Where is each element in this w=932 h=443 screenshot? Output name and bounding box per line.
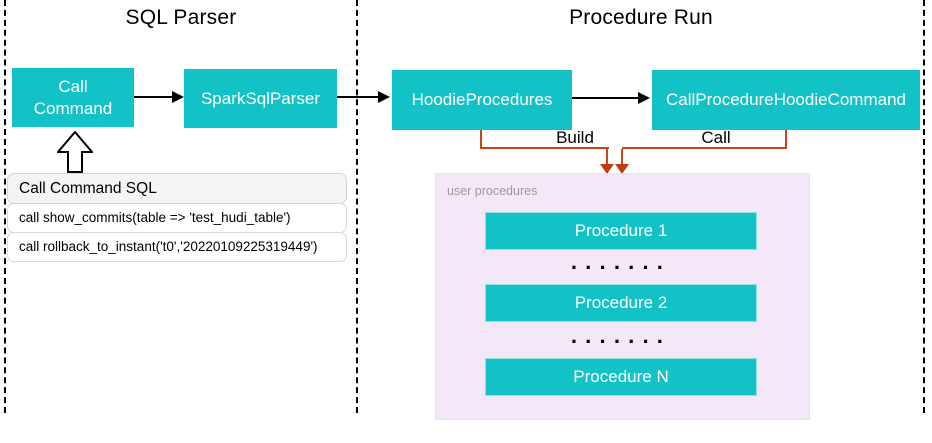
arrow-callcommand-to-parser-line bbox=[134, 96, 174, 98]
node-sparksqlparser: SparkSqlParser bbox=[184, 69, 337, 128]
sql-table-header: Call Command SQL bbox=[7, 173, 347, 204]
build-arrowhead-icon bbox=[600, 164, 614, 174]
call-label: Call bbox=[701, 128, 731, 147]
arrow-callcommand-to-parser-head-icon bbox=[172, 91, 184, 103]
ellipsis-dots: ······· bbox=[570, 255, 672, 280]
procedure-2-box: Procedure 2 bbox=[485, 284, 757, 322]
call-connector-stem bbox=[621, 149, 623, 165]
call-connector-vertical bbox=[785, 130, 787, 149]
arrow-procedures-to-command-head-icon bbox=[638, 92, 650, 104]
call-arrowhead-icon bbox=[615, 164, 629, 174]
build-connector-stem bbox=[606, 149, 608, 165]
section-title-sql-parser: SQL Parser bbox=[125, 6, 237, 29]
procedure-n-box: Procedure N bbox=[485, 358, 757, 396]
up-arrow-icon bbox=[57, 131, 93, 173]
build-connector-horizontal bbox=[480, 147, 609, 149]
arrow-parser-to-procedures-line bbox=[337, 96, 379, 98]
build-connector-vertical bbox=[480, 130, 482, 149]
node-call-command: Call Command bbox=[12, 68, 134, 127]
call-command-sql-table: Call Command SQL call show_commits(table… bbox=[7, 173, 347, 262]
node-callprocedurehoodiecommand: CallProcedureHoodieCommand bbox=[652, 70, 920, 130]
arrow-procedures-to-command-line bbox=[572, 97, 639, 99]
dashed-separator-middle bbox=[356, 0, 358, 413]
arrow-parser-to-procedures-head-icon bbox=[378, 91, 390, 103]
node-hoodieprocedures: HoodieProcedures bbox=[392, 70, 572, 130]
section-title-procedure-run: Procedure Run bbox=[569, 6, 713, 29]
dashed-separator-right bbox=[923, 0, 925, 413]
sql-table-row: call rollback_to_instant('t0','202201092… bbox=[7, 232, 347, 262]
ellipsis-dots: ······· bbox=[570, 329, 672, 354]
call-connector-horizontal bbox=[622, 147, 787, 149]
procedure-1-box: Procedure 1 bbox=[485, 212, 757, 250]
build-label: Build bbox=[556, 128, 594, 147]
user-procedures-label: user procedures bbox=[447, 184, 538, 198]
sql-table-row: call show_commits(table => 'test_hudi_ta… bbox=[7, 203, 347, 233]
node-call-command-label: Call Command bbox=[33, 77, 113, 118]
dashed-separator-left bbox=[4, 0, 6, 413]
